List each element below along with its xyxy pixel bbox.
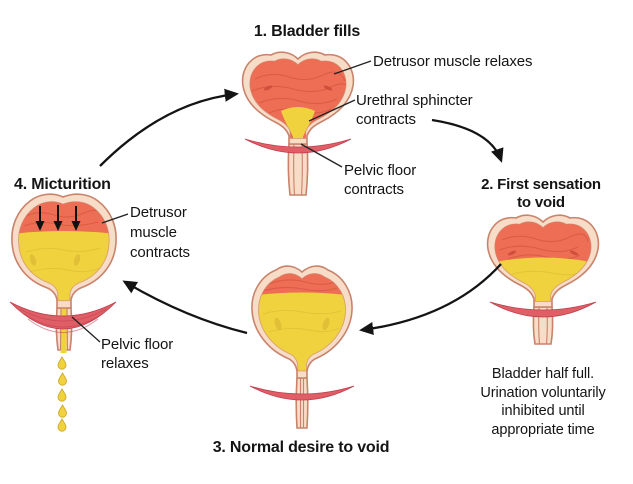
contraction-arrows (35, 205, 81, 231)
label-detrusor-muscle-relaxes: Detrusor muscle relaxes (373, 53, 533, 70)
urethra-tube-open (55, 307, 73, 353)
pelvic-floor-band (489, 301, 597, 318)
urethra-tube (295, 377, 309, 429)
bladder-interior (258, 273, 346, 371)
cycle-arrow-stage3-to-stage4 (122, 280, 248, 335)
cycle-arrow-stage4-to-stage1 (99, 88, 239, 167)
bladder-illustration-stage-4 (9, 193, 117, 432)
pelvic-floor-band (249, 385, 355, 401)
urine-drops (57, 355, 67, 432)
label-pelvic-floor-relaxes: Pelvic floor relaxes (101, 336, 174, 372)
bladder-illustration-stage-2 (486, 214, 600, 345)
label-pelvic-floor-contracts: Pelvic floor contracts (344, 162, 417, 198)
cycle-arrow-stage2-to-stage3 (359, 263, 502, 336)
stage-1-title: 1. Bladder fills (253, 23, 361, 40)
bladder-illustration-stage-3 (249, 265, 355, 429)
stage-2-title: 2. First sensation to void (481, 176, 601, 211)
urine-stream (60, 308, 67, 353)
label-urethral-sphincter-contracts: Urethral sphincter contracts (356, 92, 473, 128)
stage-4-title: 4. Micturition (14, 176, 111, 193)
stage-3-title: 3. Normal desire to void (212, 439, 390, 456)
stage-2-caption: Bladder half full. Urination voluntarily… (480, 366, 606, 438)
urine-pool (281, 107, 315, 139)
bladder-illustration-stage-1 (241, 51, 355, 196)
label-detrusor-muscle-contracts: Detrusor muscle contracts (130, 204, 190, 261)
